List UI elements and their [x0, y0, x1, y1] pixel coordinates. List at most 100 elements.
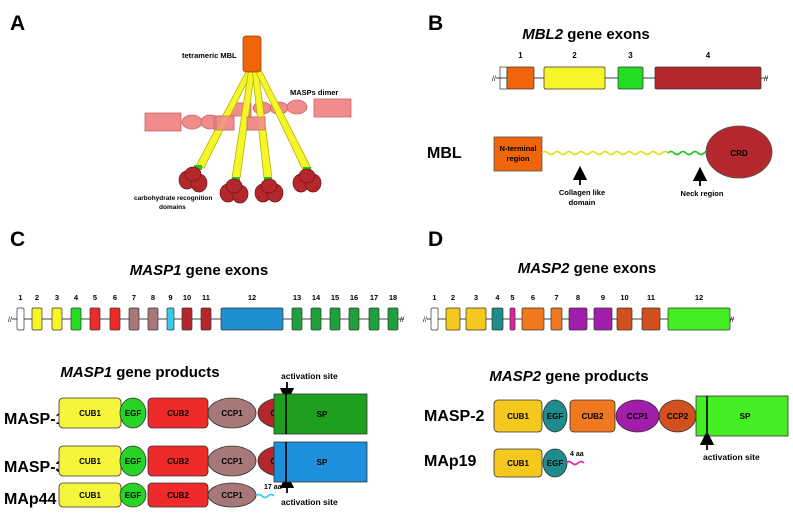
- panel-b-title-rest: gene exons: [563, 26, 650, 43]
- panel-b-title: MBL2 gene exons: [522, 26, 650, 43]
- exon-2[interactable]: [445, 307, 461, 331]
- exon-4[interactable]: [70, 307, 82, 331]
- exon-6[interactable]: [521, 307, 545, 331]
- n-terminal-region[interactable]: [493, 136, 543, 172]
- exon-number: 3: [474, 293, 478, 302]
- track-break-left: //: [492, 76, 496, 83]
- domain-label: CUB2: [582, 412, 604, 421]
- egf-domain[interactable]: [119, 482, 147, 508]
- panel-d-letter: D: [428, 228, 443, 251]
- exon-number: 17: [370, 293, 378, 302]
- cub1-domain[interactable]: [493, 448, 543, 478]
- masp2-exons-title-italic: MASP2: [518, 260, 570, 277]
- exon-5[interactable]: [509, 307, 516, 331]
- masp1-products-title-italic: MASP1: [60, 364, 112, 381]
- exon-8[interactable]: [568, 307, 588, 331]
- exon-12[interactable]: [667, 307, 731, 331]
- exon-17[interactable]: [368, 307, 380, 331]
- label-masps-dimer: MASPs dimer: [290, 88, 338, 97]
- domain-label: CUB2: [167, 409, 189, 418]
- tail-peptide: [565, 460, 585, 466]
- exon-7[interactable]: [128, 307, 140, 331]
- exon-5[interactable]: [89, 307, 101, 331]
- domain-label: SP: [317, 458, 328, 467]
- masp1-exons-title-rest: gene exons: [181, 262, 268, 279]
- exon-number: 4: [495, 293, 500, 302]
- collagen-label-2: domain: [569, 198, 596, 207]
- exon-14[interactable]: [310, 307, 322, 331]
- masp2-exons-title-rest: gene exons: [569, 260, 656, 277]
- exon-number: 16: [350, 293, 358, 302]
- exon-15[interactable]: [329, 307, 341, 331]
- exon-number: 1: [432, 293, 436, 302]
- egf-domain[interactable]: [542, 399, 568, 433]
- label-crd-line2: domains: [159, 204, 186, 211]
- ccp1-domain[interactable]: [207, 445, 257, 477]
- exon-number: 12: [695, 293, 703, 302]
- masp2-products-title-rest: gene products: [541, 368, 649, 385]
- exon-3[interactable]: [51, 307, 63, 331]
- domain-label: EGF: [547, 412, 564, 421]
- track-break-right: //: [764, 76, 768, 83]
- product-name: MASP-3: [4, 459, 65, 476]
- exon-number: 15: [331, 293, 339, 302]
- product-masp-1: MASP-1CUB1EGFCUB2CCP1CCP2SP: [4, 393, 368, 435]
- exon-4[interactable]: [654, 66, 762, 90]
- exon-10[interactable]: [616, 307, 633, 331]
- exon-number: 1: [18, 293, 22, 302]
- exon-7[interactable]: [550, 307, 563, 331]
- neck-region: [667, 150, 711, 156]
- sp-domain[interactable]: [273, 393, 368, 435]
- sp-domain[interactable]: [695, 395, 789, 437]
- domain-label: EGF: [547, 459, 564, 468]
- egf-domain[interactable]: [119, 397, 147, 429]
- crd-label: CRD: [730, 149, 748, 158]
- exon-9[interactable]: [166, 307, 175, 331]
- crd-clusters: [178, 165, 322, 204]
- exon-3[interactable]: [465, 307, 487, 331]
- crd-domain[interactable]: [705, 125, 773, 179]
- exon-number: 13: [293, 293, 301, 302]
- exon-number: 7: [554, 293, 558, 302]
- exon-6[interactable]: [109, 307, 121, 331]
- exon-4[interactable]: [491, 307, 504, 331]
- cub1-domain[interactable]: [493, 399, 543, 433]
- exon-18[interactable]: [387, 307, 399, 331]
- exon-2[interactable]: [31, 307, 43, 331]
- exon-13[interactable]: [291, 307, 303, 331]
- exon-2[interactable]: [543, 66, 606, 90]
- cub2-domain[interactable]: [569, 399, 616, 433]
- panel-b-letter: B: [428, 12, 443, 35]
- ccp1-domain[interactable]: [207, 397, 257, 429]
- egf-domain[interactable]: [119, 445, 147, 477]
- track-break-left: //: [8, 317, 12, 324]
- exon-1[interactable]: [430, 307, 439, 331]
- exon-10[interactable]: [181, 307, 193, 331]
- panel-c-letter: C: [10, 228, 25, 251]
- exon-3[interactable]: [617, 66, 644, 90]
- exon-8[interactable]: [147, 307, 159, 331]
- exon-number: 11: [647, 293, 655, 302]
- exon-1[interactable]: [506, 66, 535, 90]
- sp-domain[interactable]: [273, 441, 368, 483]
- exon-9[interactable]: [593, 307, 613, 331]
- exon-1[interactable]: [16, 307, 25, 331]
- exon-number: 4: [74, 293, 79, 302]
- exon-11[interactable]: [641, 307, 661, 331]
- exon-number: 2: [572, 51, 577, 60]
- product-name: MASP-2: [424, 408, 485, 425]
- exon-16[interactable]: [348, 307, 360, 331]
- masp2-products-title: MASP2 gene products: [489, 368, 648, 385]
- exon-number: 8: [576, 293, 580, 302]
- exon-12[interactable]: [220, 307, 284, 331]
- exon-11[interactable]: [200, 307, 212, 331]
- neck-label: Neck region: [681, 189, 724, 198]
- exon-number: 14: [312, 293, 321, 302]
